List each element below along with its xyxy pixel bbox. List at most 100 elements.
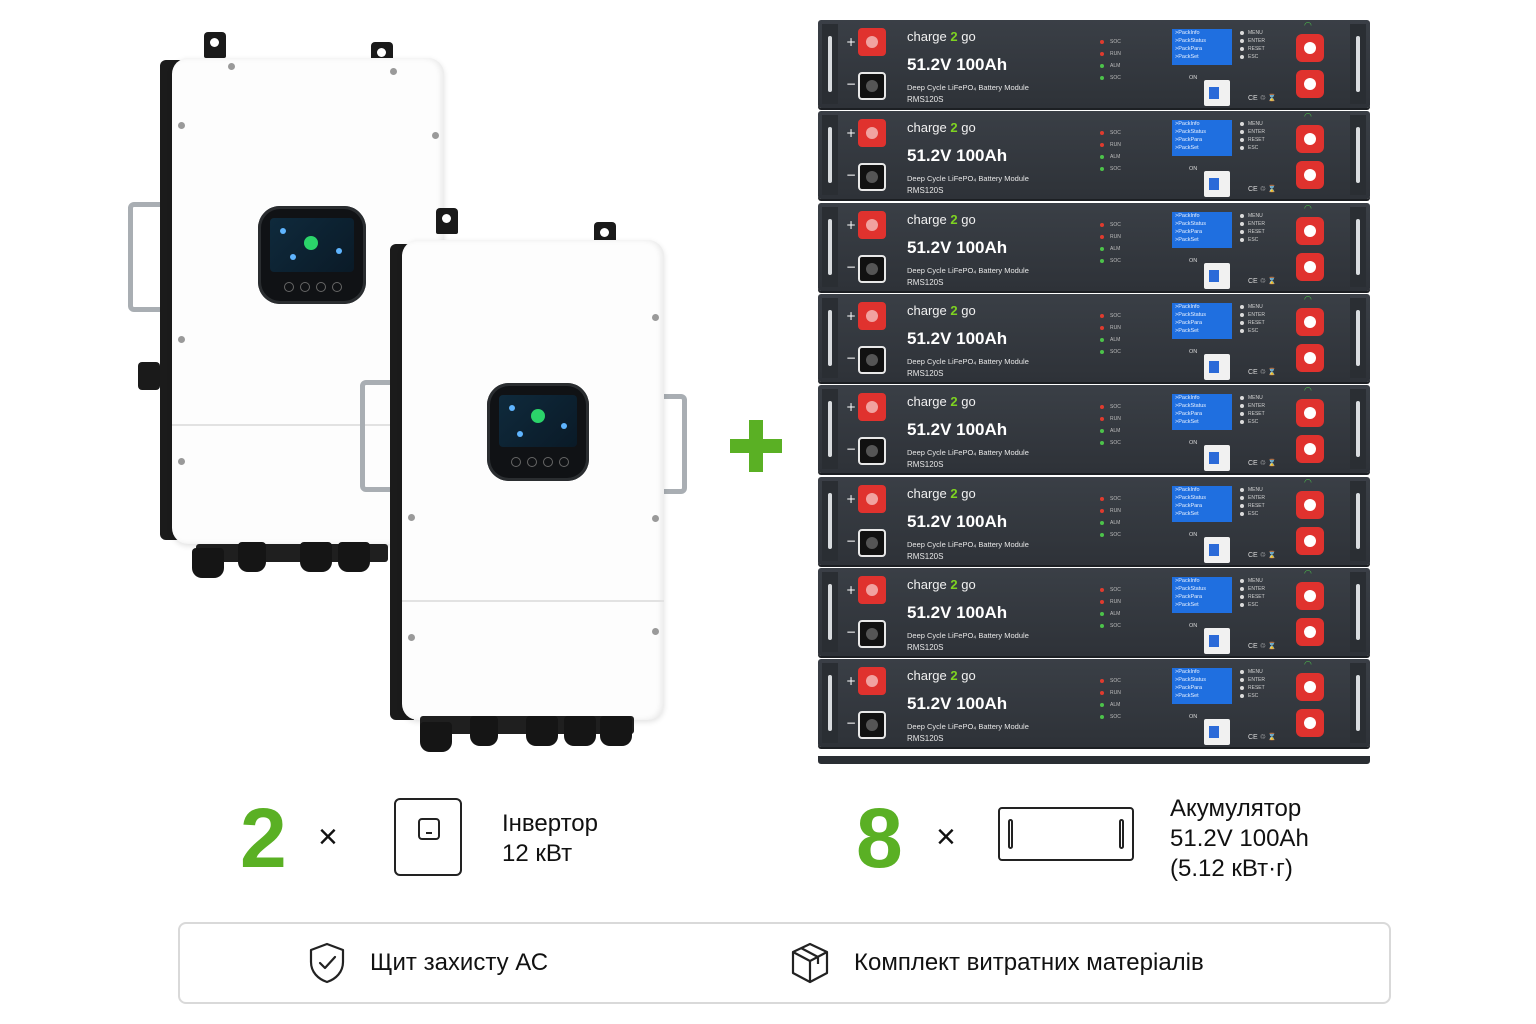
battery-menu-buttons[interactable]: MENU ENTER RESET ESC bbox=[1240, 577, 1265, 609]
battery-lcd: >PackInfo >PackStatus >PackPara >PackSet bbox=[1172, 577, 1232, 613]
battery-brand: charge 2 go bbox=[907, 29, 976, 44]
breaker-switch[interactable] bbox=[1204, 445, 1230, 471]
led-indicator: SOC bbox=[1100, 401, 1121, 413]
side-connector bbox=[138, 362, 160, 390]
led-indicator: SOC bbox=[1100, 127, 1121, 139]
communication-port[interactable] bbox=[1296, 435, 1324, 463]
breaker-switch[interactable] bbox=[1204, 80, 1230, 106]
negative-terminal[interactable] bbox=[858, 620, 886, 648]
wifi-icon: ◠ bbox=[1304, 385, 1312, 395]
battery-menu-buttons[interactable]: MENU ENTER RESET ESC bbox=[1240, 29, 1265, 61]
battery-quantity: 8 bbox=[856, 791, 903, 885]
battery-menu-buttons[interactable]: MENU ENTER RESET ESC bbox=[1240, 120, 1265, 152]
extra-item-ac-protection: Щит захисту АС bbox=[308, 924, 548, 1002]
battery-menu-buttons[interactable]: MENU ENTER RESET ESC bbox=[1240, 486, 1265, 518]
negative-terminal[interactable] bbox=[858, 711, 886, 739]
inverter-seam bbox=[402, 600, 664, 602]
led-indicator: RUN bbox=[1100, 687, 1121, 699]
battery-code: RMS120S bbox=[907, 95, 944, 104]
breaker-switch[interactable] bbox=[1204, 719, 1230, 745]
positive-terminal[interactable] bbox=[858, 576, 886, 604]
communication-port[interactable] bbox=[1296, 253, 1324, 281]
shield-check-icon bbox=[308, 942, 346, 984]
positive-terminal[interactable] bbox=[858, 211, 886, 239]
communication-port[interactable] bbox=[1296, 125, 1324, 153]
battery-stack-base bbox=[818, 756, 1370, 764]
times-sign: × bbox=[318, 818, 338, 856]
battery-menu-buttons[interactable]: MENU ENTER RESET ESC bbox=[1240, 212, 1265, 244]
wifi-icon: ◠ bbox=[1304, 294, 1312, 304]
communication-port[interactable] bbox=[1296, 308, 1324, 336]
positive-terminal[interactable] bbox=[858, 302, 886, 330]
communication-port[interactable] bbox=[1296, 709, 1324, 737]
communication-port[interactable] bbox=[1296, 70, 1324, 98]
led-indicator: SOC bbox=[1100, 72, 1121, 84]
battery-description: Deep Cycle LiFePO₄ Battery Module bbox=[907, 266, 1029, 275]
negative-terminal[interactable] bbox=[858, 437, 886, 465]
battery-menu-buttons[interactable]: MENU ENTER RESET ESC bbox=[1240, 303, 1265, 335]
wifi-icon: ◠ bbox=[1304, 659, 1312, 669]
screw bbox=[652, 314, 659, 321]
cable-gland bbox=[526, 716, 558, 746]
battery-description: Deep Cycle LiFePO₄ Battery Module bbox=[907, 631, 1029, 640]
battery-menu-buttons[interactable]: MENU ENTER RESET ESC bbox=[1240, 668, 1265, 700]
certification-marks: CE ♲ ⌛ bbox=[1248, 643, 1277, 650]
positive-terminal[interactable] bbox=[858, 28, 886, 56]
positive-terminal[interactable] bbox=[858, 393, 886, 421]
battery-module: + − charge 2 go 51.2V 100Ah Deep Cycle L… bbox=[818, 477, 1370, 565]
negative-terminal[interactable] bbox=[858, 72, 886, 100]
positive-terminal[interactable] bbox=[858, 667, 886, 695]
led-indicator: ALM bbox=[1100, 334, 1121, 346]
negative-terminal[interactable] bbox=[858, 255, 886, 283]
extra-label: Щит захисту АС bbox=[370, 949, 549, 976]
breaker-switch[interactable] bbox=[1204, 263, 1230, 289]
breaker-switch[interactable] bbox=[1204, 537, 1230, 563]
communication-port[interactable] bbox=[1296, 618, 1324, 646]
communication-port[interactable] bbox=[1296, 399, 1324, 427]
led-indicator: RUN bbox=[1100, 48, 1121, 60]
battery-ear-left bbox=[822, 115, 838, 195]
breaker-switch[interactable] bbox=[1204, 354, 1230, 380]
screw bbox=[408, 634, 415, 641]
breaker-switch[interactable] bbox=[1204, 628, 1230, 654]
battery-model: 51.2V 100Ah bbox=[907, 694, 1008, 713]
led-indicator: RUN bbox=[1100, 231, 1121, 243]
certification-marks: CE ♲ ⌛ bbox=[1248, 186, 1277, 193]
communication-port[interactable] bbox=[1296, 582, 1324, 610]
communication-port[interactable] bbox=[1296, 34, 1324, 62]
minus-symbol: − bbox=[846, 625, 857, 639]
led-indicator: SOC bbox=[1100, 493, 1121, 505]
inverter-button bbox=[511, 457, 521, 467]
negative-terminal[interactable] bbox=[858, 163, 886, 191]
communication-port[interactable] bbox=[1296, 491, 1324, 519]
cable-gland bbox=[420, 722, 452, 752]
minus-symbol: − bbox=[846, 442, 857, 456]
negative-terminal[interactable] bbox=[858, 529, 886, 557]
battery-module: + − charge 2 go 51.2V 100Ah Deep Cycle L… bbox=[818, 294, 1370, 382]
positive-terminal[interactable] bbox=[858, 485, 886, 513]
negative-terminal[interactable] bbox=[858, 346, 886, 374]
communication-port[interactable] bbox=[1296, 344, 1324, 372]
minus-symbol: − bbox=[846, 77, 857, 91]
battery-lcd: >PackInfo >PackStatus >PackPara >PackSet bbox=[1172, 212, 1232, 248]
battery-description: Deep Cycle LiFePO₄ Battery Module bbox=[907, 83, 1029, 92]
minus-symbol: − bbox=[846, 716, 857, 730]
wifi-icon: ◠ bbox=[1304, 477, 1312, 487]
battery-menu-buttons[interactable]: MENU ENTER RESET ESC bbox=[1240, 394, 1265, 426]
inverter-seam bbox=[172, 424, 444, 426]
inverter-label: Інвертор 12 кВт bbox=[502, 809, 598, 869]
breaker-switch[interactable] bbox=[1204, 171, 1230, 197]
communication-port[interactable] bbox=[1296, 217, 1324, 245]
battery-ear-right bbox=[1350, 298, 1366, 378]
breaker-on-label: ON bbox=[1189, 623, 1198, 629]
screw bbox=[228, 63, 235, 70]
led-indicator: ALM bbox=[1100, 425, 1121, 437]
communication-port[interactable] bbox=[1296, 673, 1324, 701]
battery-lcd: >PackInfo >PackStatus >PackPara >PackSet bbox=[1172, 303, 1232, 339]
cable-gland bbox=[300, 542, 332, 572]
battery-module: + − charge 2 go 51.2V 100Ah Deep Cycle L… bbox=[818, 568, 1370, 656]
communication-port[interactable] bbox=[1296, 161, 1324, 189]
communication-port[interactable] bbox=[1296, 527, 1324, 555]
positive-terminal[interactable] bbox=[858, 119, 886, 147]
battery-ear-right bbox=[1350, 389, 1366, 469]
